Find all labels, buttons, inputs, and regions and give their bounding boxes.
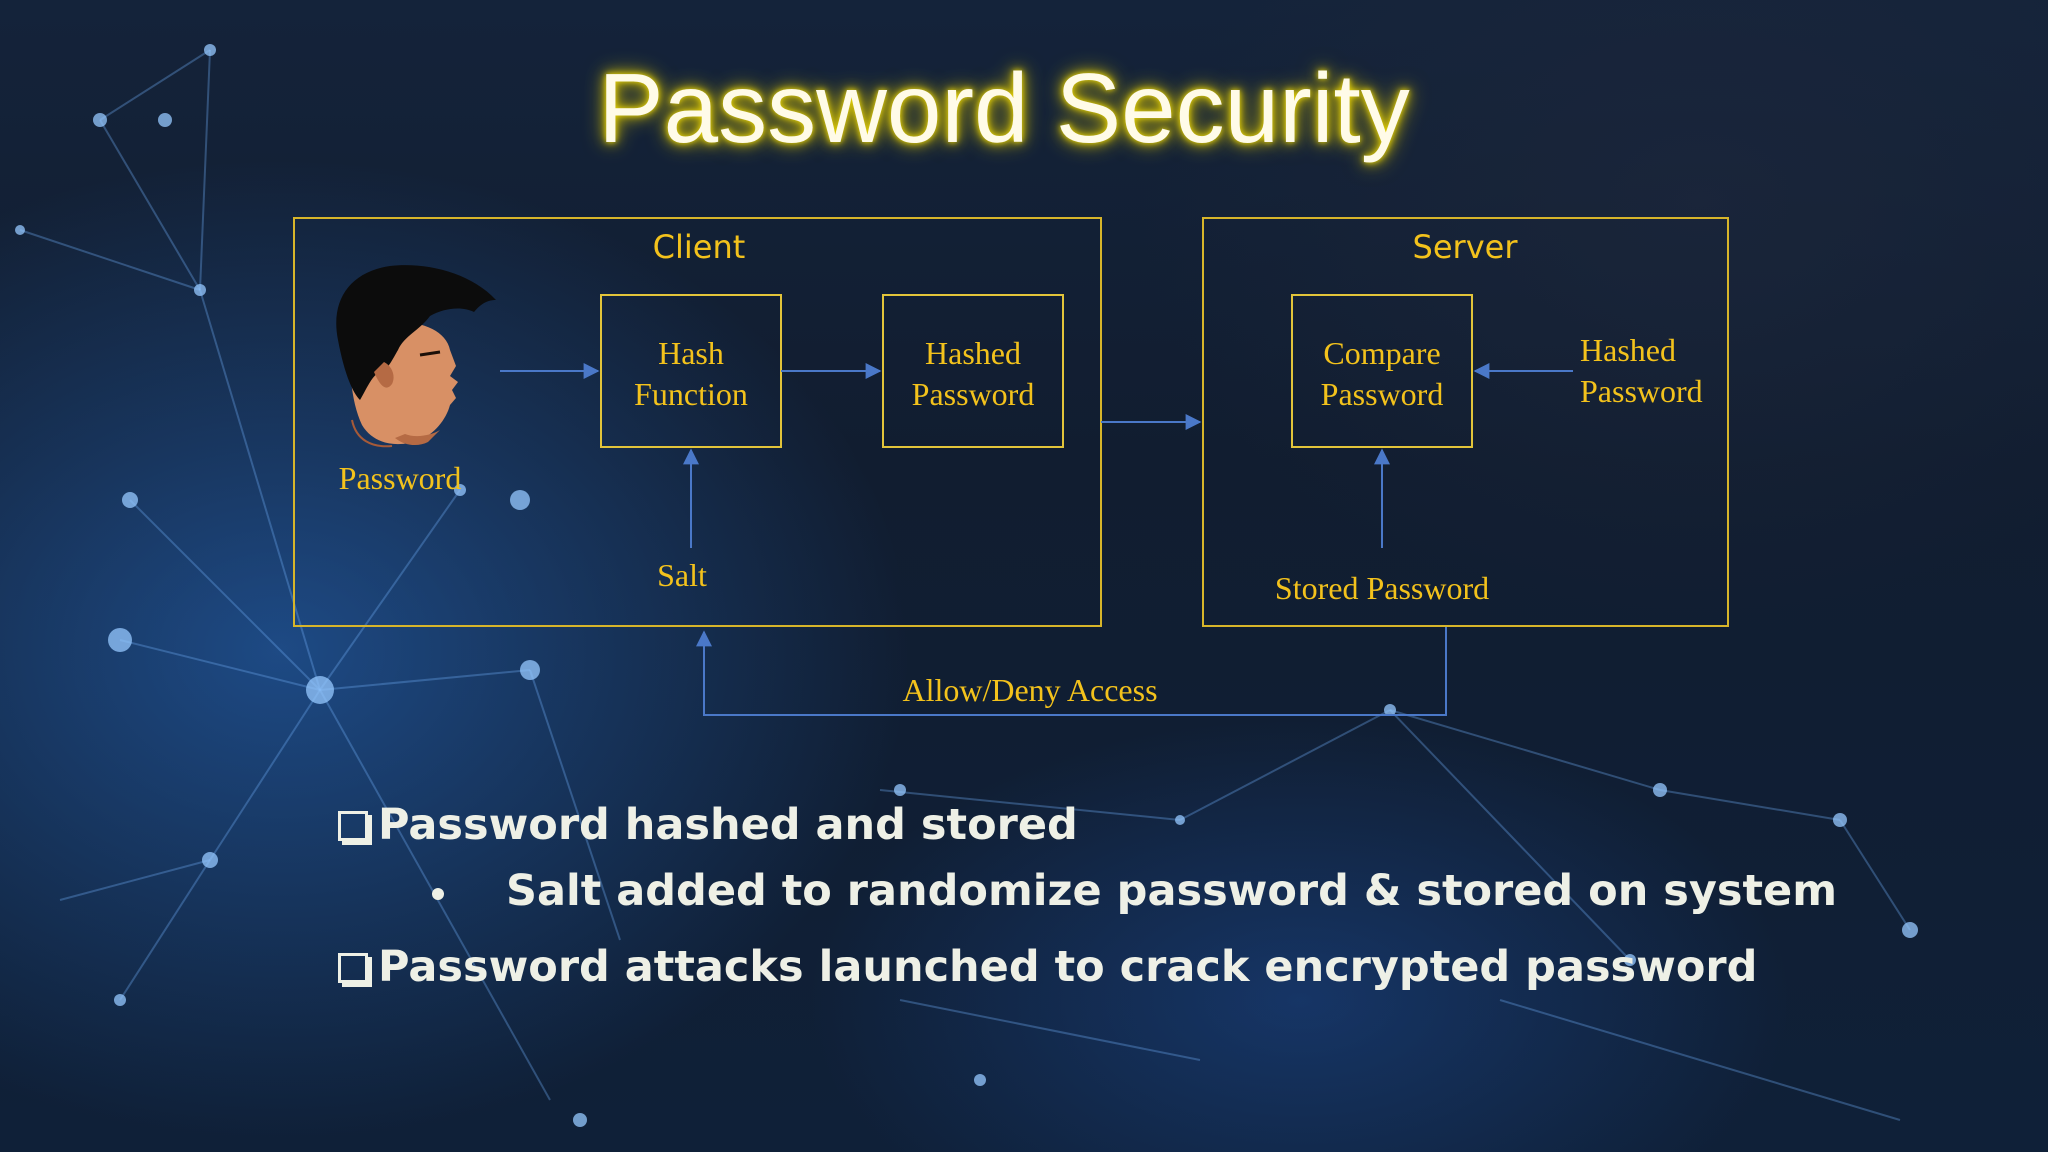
checkbox-bullet-icon (338, 953, 368, 983)
bullet-item-2: Salt added to randomize password & store… (432, 866, 1837, 916)
salt-label: Salt (657, 557, 707, 593)
client-hashed-password-box (882, 294, 1064, 448)
bullet-text: Password hashed and stored (378, 800, 1078, 850)
arrow-allow-deny-access (696, 627, 1447, 716)
compare-password-label: Compare Password (1320, 335, 1444, 412)
server-box (1202, 217, 1729, 627)
checkbox-bullet-icon (338, 811, 368, 841)
server-title: Server (1412, 228, 1518, 266)
client-hashed-password-label: Hashed Password (911, 335, 1035, 412)
bullet-item-3: Password attacks launched to crack encry… (338, 942, 1757, 992)
slide-title: Password Security (598, 53, 1410, 163)
bullet-text: Password attacks launched to crack encry… (378, 942, 1758, 992)
allow-deny-access-label: Allow/Deny Access (902, 672, 1158, 708)
stored-password-label: Stored Password (1274, 570, 1490, 606)
server-hashed-password-label: Hashed Password (1580, 332, 1703, 409)
user-password-label: Password (338, 460, 462, 496)
man-head-icon (336, 265, 496, 448)
client-title: Client (652, 228, 746, 266)
compare-password-box (1291, 294, 1473, 448)
bullet-item-1: Password hashed and stored (338, 800, 1078, 850)
bullet-text: Salt added to randomize password & store… (506, 866, 1838, 916)
dot-bullet-icon (432, 887, 444, 900)
hash-function-label: Hash Function (634, 335, 748, 412)
